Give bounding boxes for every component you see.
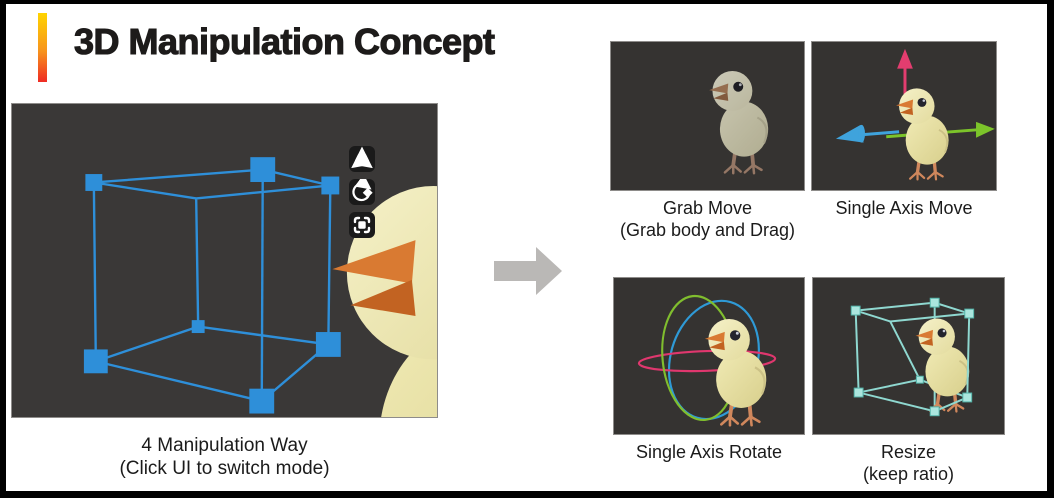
rotate-icon [352, 179, 373, 202]
mode-button-rotate[interactable] [349, 179, 375, 205]
caption-line: (Click UI to switch mode) [119, 458, 330, 479]
caption-line: 4 Manipulation Way [141, 435, 308, 456]
frame-border-left [0, 0, 6, 498]
axis-arrow-up-head [897, 48, 913, 69]
caption-line: (keep ratio) [862, 464, 955, 484]
panel-single-axis-rotate [613, 277, 805, 435]
resize-handle [853, 387, 864, 398]
frame-border-bottom [0, 491, 1054, 498]
main-viewport-panel [11, 103, 438, 418]
selection-cube-back-edges [93, 169, 331, 402]
caption-grab-move: Grab Move (Grab body and Drag) [610, 197, 805, 241]
caption-line: Single Axis Rotate [635, 442, 783, 462]
caption-resize: Resize (keep ratio) [812, 441, 1005, 485]
main-viewport-scene [83, 157, 437, 417]
page-title: 3D Manipulation Concept [73, 21, 495, 62]
resize-handle [962, 392, 973, 403]
cube-handle[interactable] [249, 388, 275, 414]
chick-model [896, 88, 949, 179]
mode-button-resize[interactable] [349, 212, 375, 238]
single-axis-rotate-scene [637, 294, 777, 434]
caption-main: 4 Manipulation Way (Click UI to switch m… [11, 434, 438, 480]
selection-cube-handles [83, 157, 341, 414]
resize-handle [964, 308, 975, 319]
frame-border-right [1047, 0, 1054, 498]
cube-handle[interactable] [85, 174, 103, 191]
resize-cube-handles [850, 297, 975, 417]
panel-grab-move [610, 41, 805, 191]
resize-handle [929, 297, 940, 308]
resize-scene [850, 297, 975, 417]
rotate-ring-pink [637, 349, 777, 373]
caption-line: Single Axis Move [835, 198, 973, 218]
caption-line: (Grab body and Drag) [619, 220, 796, 240]
caption-single-axis-move: Single Axis Move [811, 197, 997, 219]
right-arrow-icon [494, 247, 562, 295]
panel-resize [812, 277, 1005, 435]
resize-handle [929, 406, 940, 417]
cube-handle[interactable] [191, 320, 205, 334]
chick-model [916, 319, 970, 412]
axis-arrow-left-head [835, 124, 864, 143]
resize-handle [850, 305, 861, 316]
axis-move-icon [351, 146, 373, 169]
accent-bar [38, 13, 47, 82]
frame-border-top [0, 0, 1054, 4]
resize-frame-icon [353, 216, 371, 234]
axis-arrow-left-icon [861, 130, 900, 137]
selection-cube-front-edges [92, 168, 332, 403]
chick-model-dimmed [709, 71, 768, 173]
single-axis-move-scene [835, 48, 995, 190]
cube-handle[interactable] [315, 332, 341, 357]
grab-move-scene [611, 42, 804, 190]
mode-button-move[interactable] [349, 146, 375, 172]
resize-handle [915, 375, 924, 384]
caption-line: Resize [880, 442, 937, 462]
cube-handle[interactable] [321, 176, 340, 195]
cube-handle[interactable] [250, 157, 276, 183]
axis-arrow-right-head [976, 121, 995, 138]
caption-single-axis-rotate: Single Axis Rotate [613, 441, 805, 463]
cube-handle[interactable] [83, 349, 108, 374]
axis-arrow-left-base [858, 124, 866, 143]
caption-line: Grab Move [662, 198, 753, 218]
panel-single-axis-move [811, 41, 997, 191]
